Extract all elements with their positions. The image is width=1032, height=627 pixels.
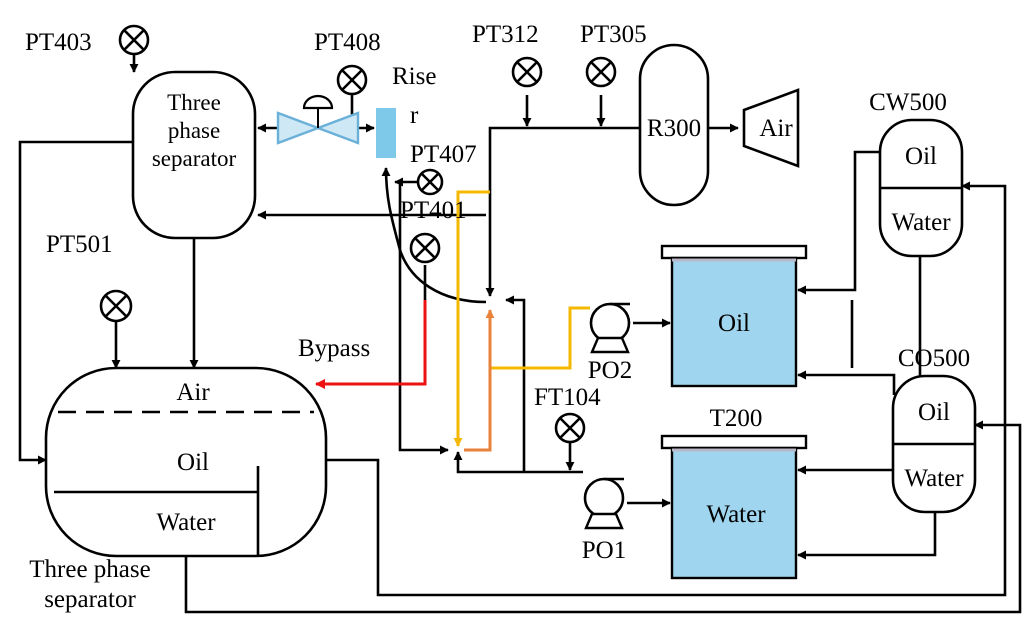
control-valve-icon [276, 94, 360, 145]
circle-x-icon [511, 56, 543, 88]
cw500-water-label: Water [891, 209, 951, 236]
main-air-label: Air [176, 379, 210, 406]
colored-lines [315, 190, 590, 452]
yellow-line-down [453, 190, 490, 447]
pt403-label: PT403 [25, 29, 92, 56]
circle-x-icon [118, 24, 150, 56]
pipe-water-to-node [505, 295, 526, 472]
top-separator-line1: Three [167, 90, 221, 115]
cw500-separator: Oil Water CW500 [869, 89, 964, 258]
pt305-label: PT305 [580, 21, 647, 48]
water-tank-t200: Water T200 [660, 405, 808, 580]
main-water-label: Water [156, 509, 216, 536]
po1-label: PO1 [582, 537, 626, 564]
t200-water-label: Water [706, 501, 766, 528]
pt501-label: PT501 [46, 231, 113, 258]
pump-icon: PO1 [582, 477, 626, 564]
pipe-air-main [485, 126, 640, 297]
co500-separator: Oil Water CO500 [891, 345, 977, 514]
circle-x-icon [99, 289, 133, 323]
cw500-oil-label: Oil [905, 143, 937, 170]
ft104-label: FT104 [534, 384, 601, 411]
top-three-phase-separator: Three phase separator [131, 70, 257, 240]
air-compressor-label: Air [759, 115, 793, 142]
transmitters [99, 24, 617, 444]
circle-x-icon [554, 412, 586, 444]
top-separator-line2: phase [168, 118, 220, 143]
co500-label: CO500 [898, 345, 970, 372]
riser-label-line2: r [410, 102, 419, 129]
pt407-label: PT407 [410, 141, 477, 168]
pump-icon: PO2 [588, 302, 632, 384]
bottom-separator-line2: separator [44, 586, 136, 613]
cw500-label: CW500 [869, 89, 947, 116]
main-three-phase-separator: Air Oil Water Three phase separator [29, 366, 328, 613]
orange-line-up [464, 309, 495, 452]
r300-label: R300 [647, 115, 701, 142]
circle-x-icon [409, 232, 441, 264]
oil-tank-label: Oil [718, 310, 750, 337]
oil-tank: Oil [660, 244, 808, 388]
bypass-line [315, 300, 427, 389]
circle-x-icon [585, 56, 617, 88]
t200-label: T200 [710, 405, 763, 432]
pipe-po1-to-node [453, 451, 583, 474]
riser-label-line1: Rise [392, 63, 436, 90]
pt408-label: PT408 [314, 29, 381, 56]
riser: Rise r [376, 63, 436, 158]
pipe-cw500-oil [797, 150, 882, 295]
pt401-label: PT401 [400, 197, 467, 224]
pipe-riser-to-lower-node [398, 180, 449, 455]
transmitter-labels: PT403 PT408 PT312 PT305 PT407 PT401 PT50… [25, 21, 647, 411]
main-oil-label: Oil [177, 449, 209, 476]
circle-x-icon [416, 168, 444, 196]
pipe-co500-oil [797, 370, 896, 395]
pipe-main-oil-to-cw500 [326, 181, 1007, 597]
co500-oil-label: Oil [918, 399, 950, 426]
pipe-co500-water [797, 510, 937, 560]
yellow-line-po2 [490, 306, 590, 370]
pt312-label: PT312 [472, 21, 539, 48]
pipe-main-water-to-co500 [184, 420, 1022, 614]
bottom-separator-line1: Three phase [29, 556, 150, 583]
bypass-label: Bypass [298, 335, 370, 362]
r300-vessel: R300 [638, 43, 710, 207]
pipe-top-sep-to-main [18, 140, 133, 465]
co500-water-label: Water [904, 465, 964, 492]
circle-x-icon [336, 64, 368, 96]
top-separator-line3: separator [152, 146, 237, 171]
compressor-icon: Air [742, 88, 800, 168]
po2-label: PO2 [588, 357, 632, 384]
